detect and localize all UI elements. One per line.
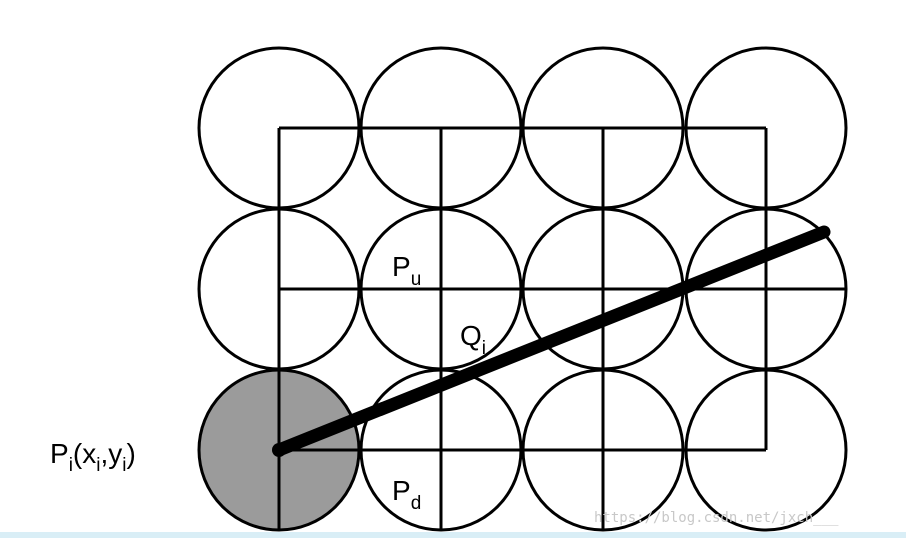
rasterized-line — [272, 225, 831, 457]
label-pd: Pd — [392, 475, 421, 514]
label-pu: Pu — [392, 251, 421, 290]
grid-lines — [277, 126, 846, 530]
start-point-dot — [272, 443, 286, 457]
watermark-text: https://blog.csdn.net/jxch___ — [594, 510, 839, 526]
label-start-point: Pi(xi,yi) — [50, 438, 136, 476]
label-qi: Qi — [460, 320, 486, 359]
bottom-band — [0, 532, 906, 538]
